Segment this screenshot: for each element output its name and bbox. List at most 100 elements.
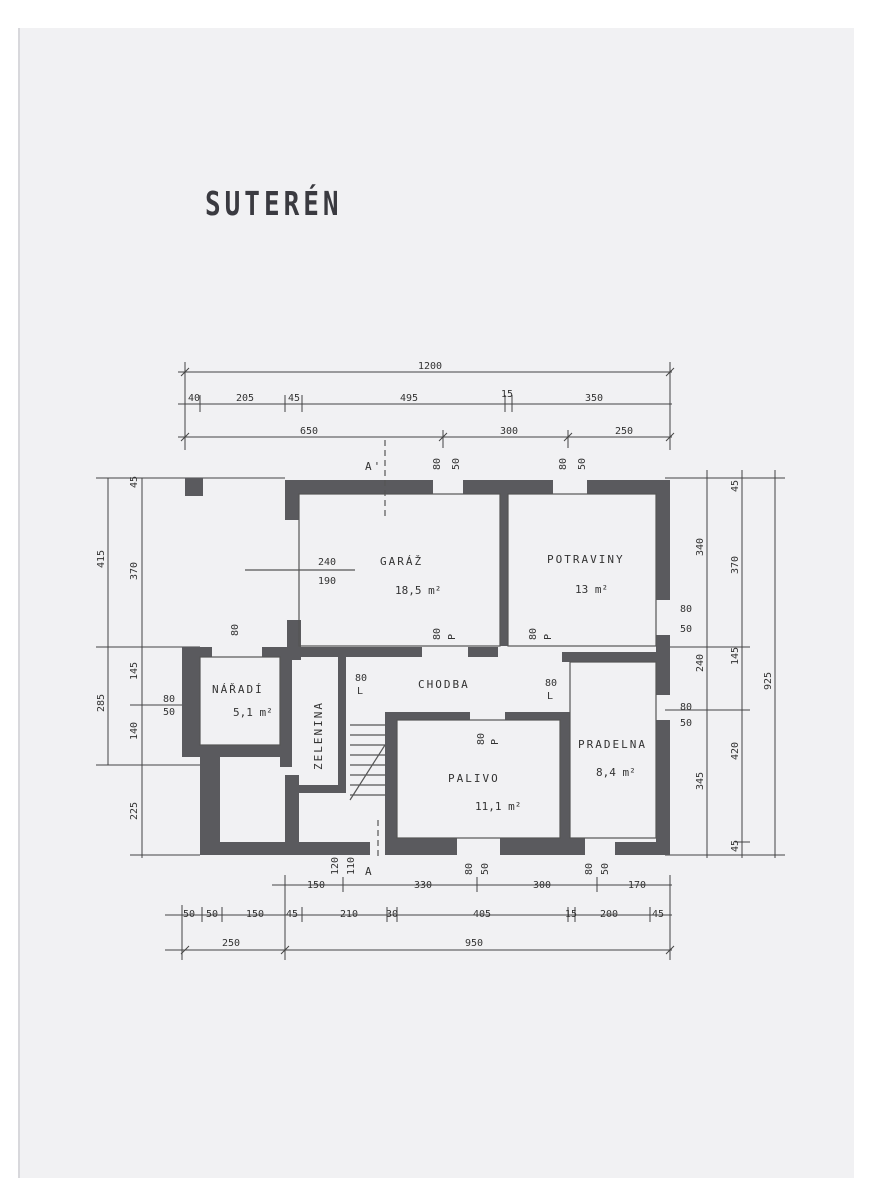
- room-label-pradelna: PRADELNA: [578, 738, 647, 751]
- door-zelenina-80: 80: [355, 673, 367, 684]
- palivo-outline: [396, 719, 561, 839]
- potraviny-outline: [507, 493, 657, 647]
- wall-palivo-left: [385, 712, 397, 842]
- door-bottom3-50: 50: [600, 863, 611, 875]
- scanned-sheet: [18, 28, 854, 1178]
- wall-corridor-bottom-2: [505, 712, 560, 720]
- wall-top-mid: [463, 480, 553, 494]
- wall-naradi-bottom: [200, 745, 280, 757]
- dim-top-r2-2: 45: [288, 393, 300, 404]
- room-area-naradi: 5,1 m²: [233, 706, 273, 719]
- dim-right-9: 80: [680, 702, 692, 713]
- wall-top-right: [587, 480, 670, 494]
- dim-right-12: 45: [730, 840, 741, 852]
- dim-left-6: 80: [163, 694, 175, 705]
- dim-bottom-r2-1: 50: [206, 909, 218, 920]
- door-pradelna-80: 80: [545, 678, 557, 689]
- door-zelenina-l: L: [357, 686, 363, 697]
- wall-bottom-right: [615, 842, 670, 855]
- dim-right-10: 50: [680, 718, 692, 729]
- wall-garage-potraviny: [500, 494, 508, 646]
- dim-left-8: 225: [129, 802, 140, 820]
- door-chodba1-80: 80: [432, 628, 443, 640]
- wall-right-lower: [656, 720, 670, 855]
- dim-top-r3-1: 300: [500, 426, 518, 437]
- wall-bottom-left: [200, 842, 370, 855]
- dim-left-7: 50: [163, 707, 175, 718]
- dim-bottom-r2-4: 210: [340, 909, 358, 920]
- door-naradi-80: 80: [230, 624, 241, 636]
- room-label-zelenina: ZELENINA: [312, 701, 325, 770]
- door-potraviny-50: 50: [577, 458, 588, 470]
- wall-top-left: [285, 480, 433, 494]
- wall-garage-left-upper: [285, 480, 299, 520]
- door-palivo-80: 80: [476, 733, 487, 745]
- dim-top-r2-1: 205: [236, 393, 254, 404]
- dim-bottom-r2-8: 200: [600, 909, 618, 920]
- garaz-inner-240: 240: [318, 557, 336, 568]
- pradelna-outline: [569, 661, 657, 839]
- dim-bottom-r2-9: 45: [652, 909, 664, 920]
- wall-corridor-top-1: [300, 647, 422, 657]
- dim-right-6: 50: [680, 624, 692, 635]
- dim-bottom-r2-2: 150: [246, 909, 264, 920]
- dim-top-total: 1200: [418, 361, 442, 372]
- dim-bottom-r2-7: 15: [565, 909, 577, 920]
- door-bottom1-110: 110: [346, 857, 357, 875]
- door-bottom2-50: 50: [480, 863, 491, 875]
- dim-left-0: 415: [96, 550, 107, 568]
- dim-right-2: 370: [730, 556, 741, 574]
- dim-bottom-r2-3: 45: [286, 909, 298, 920]
- dim-top-r3-0: 650: [300, 426, 318, 437]
- wall-stair-left: [285, 775, 299, 855]
- room-label-garaz: GARÁŽ: [380, 555, 423, 568]
- wall-corridor-top-3: [562, 652, 656, 662]
- page-title: SUTERÉN: [205, 186, 343, 224]
- wall-naradi-left: [182, 647, 200, 757]
- dim-bottom-r1-2: 300: [533, 880, 551, 891]
- dim-right-7: 925: [763, 672, 774, 690]
- dim-left-2: 370: [129, 562, 140, 580]
- dim-top-r2-4: 15: [501, 389, 513, 400]
- room-area-pradelna: 8,4 m²: [596, 766, 636, 779]
- wall-zelenina-bottom: [292, 785, 346, 793]
- door-pradelna-l: L: [547, 691, 553, 702]
- wall-right-upper: [656, 480, 670, 600]
- door-chodba2-80: 80: [528, 628, 539, 640]
- dim-bottom-r2-6: 405: [473, 909, 491, 920]
- wall-naradi-top-right: [262, 647, 300, 657]
- room-label-chodba: CHODBA: [418, 678, 470, 691]
- dim-bottom-r1-3: 170: [628, 880, 646, 891]
- door-garage-50: 50: [451, 458, 462, 470]
- garaz-inner-190: 190: [318, 576, 336, 587]
- wall-right-mid: [656, 635, 670, 695]
- dim-left-1: 45: [129, 476, 140, 488]
- dim-right-4: 145: [730, 647, 741, 665]
- dim-top-r2-0: 40: [188, 393, 200, 404]
- dim-top-r3-2: 250: [615, 426, 633, 437]
- wall-palivo-right: [560, 712, 570, 842]
- wall-zelenina-right: [338, 657, 346, 787]
- wall-naradi-right: [280, 657, 292, 767]
- dim-bottom-r3-0: 250: [222, 938, 240, 949]
- door-bottom3-80: 80: [584, 863, 595, 875]
- door-chodba1-p: P: [447, 634, 458, 640]
- dim-bottom-r2-5: 30: [386, 909, 398, 920]
- room-label-palivo: PALIVO: [448, 772, 500, 785]
- room-area-palivo: 11,1 m²: [475, 800, 521, 813]
- naradi-outline: [199, 656, 281, 746]
- wall-corridor-bottom-1: [385, 712, 470, 720]
- dim-right-1: 45: [730, 480, 741, 492]
- dim-bottom-r1-0: 150: [307, 880, 325, 891]
- section-mark-top: A': [365, 460, 382, 473]
- room-area-potraviny: 13 m²: [575, 583, 608, 596]
- dim-right-11: 345: [695, 772, 706, 790]
- walls: [182, 478, 670, 855]
- dim-bottom-r2-0: 50: [183, 909, 195, 920]
- door-garage-80: 80: [432, 458, 443, 470]
- door-bottom1-120: 120: [330, 857, 341, 875]
- dim-top-r2-5: 350: [585, 393, 603, 404]
- dim-right-5: 80: [680, 604, 692, 615]
- door-potraviny-80: 80: [558, 458, 569, 470]
